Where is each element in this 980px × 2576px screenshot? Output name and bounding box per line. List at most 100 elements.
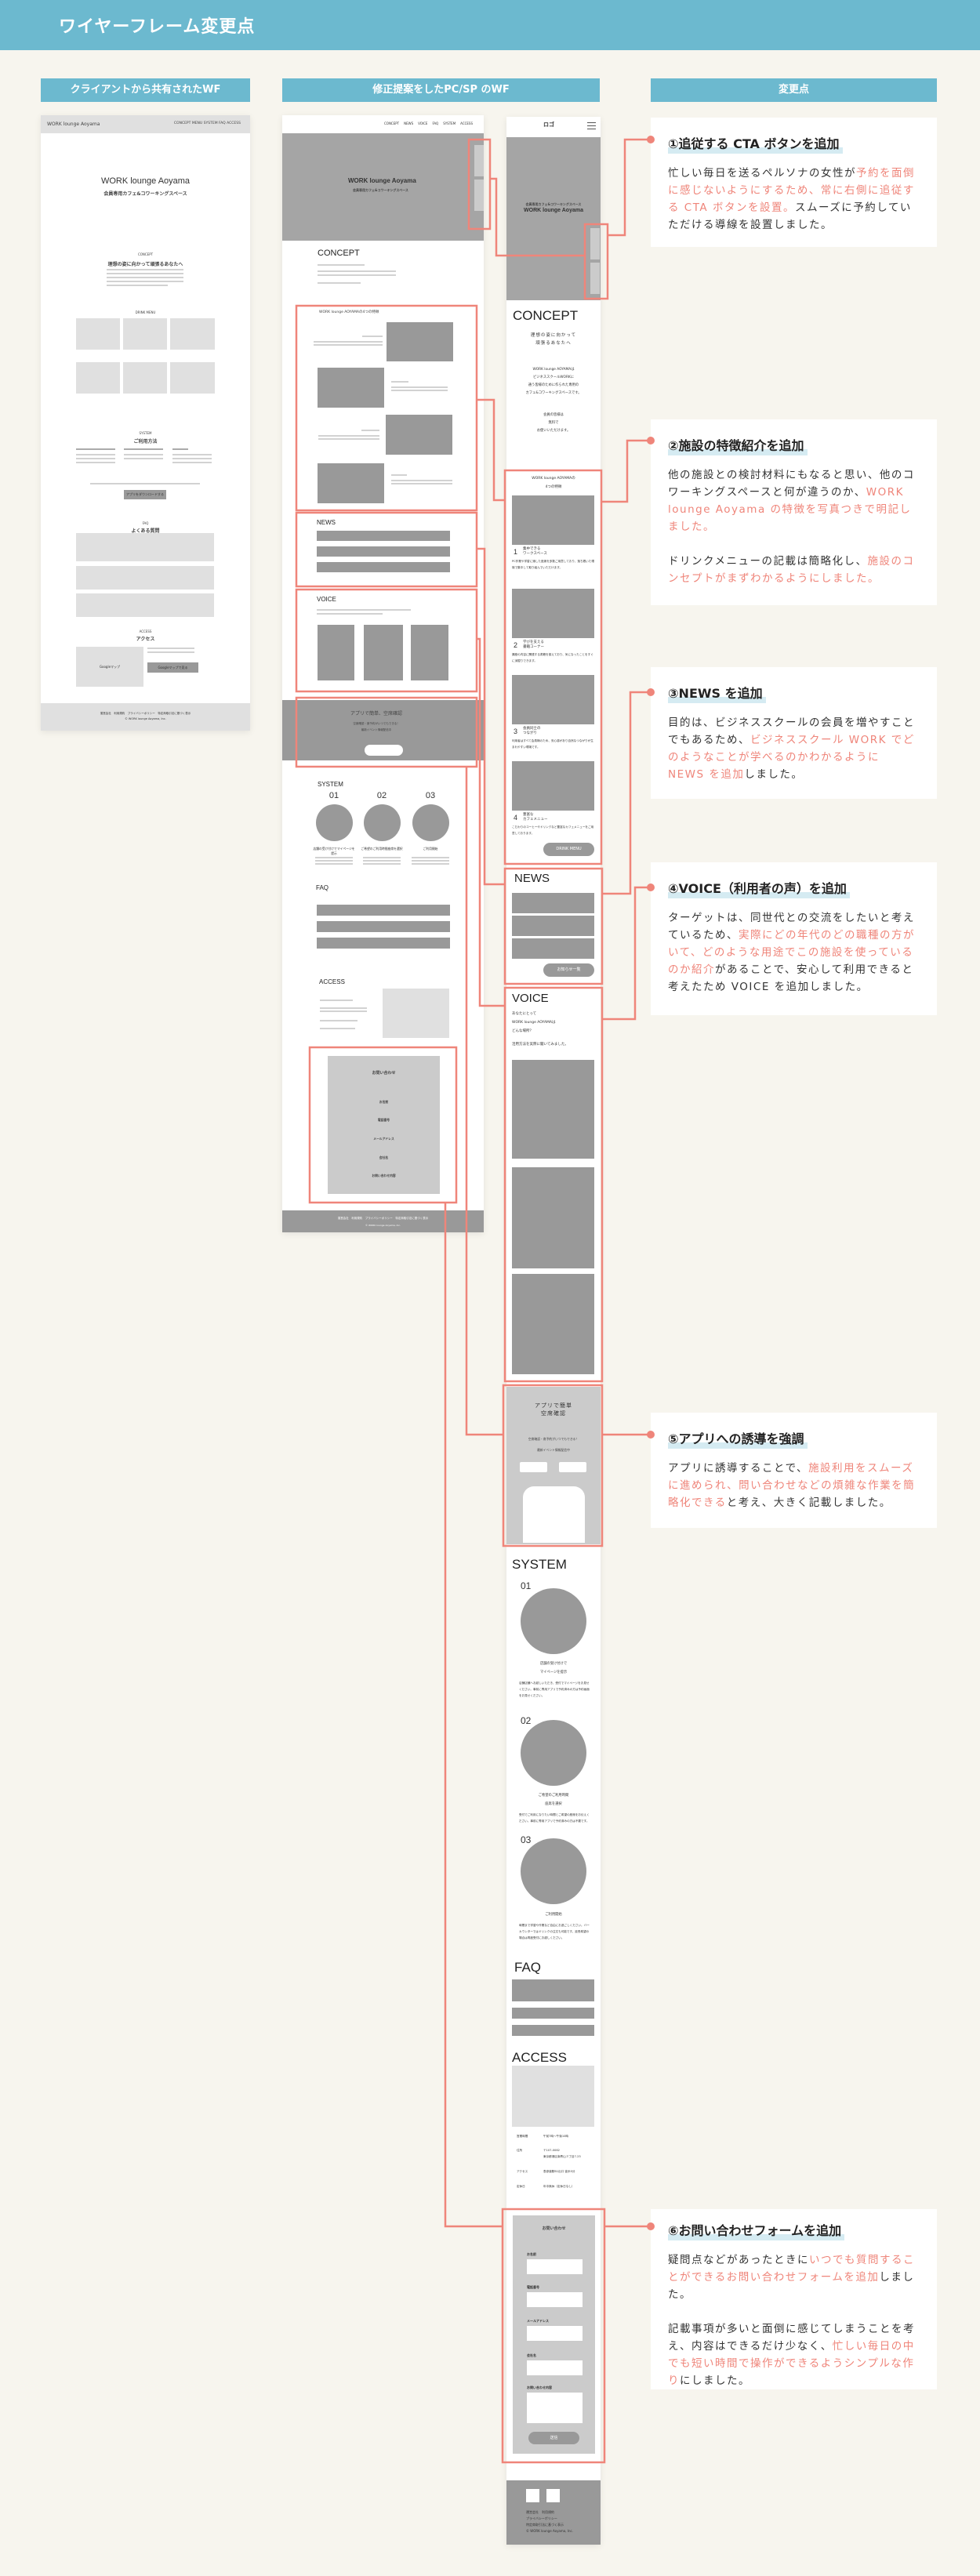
- pc-faq-item[interactable]: [317, 921, 450, 932]
- pc-step-number: 01: [328, 791, 339, 800]
- pc-step-text-lines: [412, 857, 449, 865]
- pc-nav-link[interactable]: NEWS: [404, 122, 414, 125]
- sp-step-number: 03: [521, 1834, 532, 1845]
- sp-feature-title-1: 豊富な: [523, 813, 534, 817]
- pc-step-image: [316, 804, 353, 841]
- social-icon[interactable]: [526, 2489, 539, 2502]
- pc-access-heading: ACCESS: [319, 978, 345, 985]
- client-footer-copyright: © WORK lounge Aoyama, Inc.: [125, 717, 166, 720]
- pc-map[interactable]: [383, 989, 449, 1038]
- sp-faq-item[interactable]: [512, 1979, 594, 2001]
- pc-news-item[interactable]: [317, 546, 450, 557]
- pc-footer-links[interactable]: 運営会社 利用規約 プライバシーポリシー 特定商取引法に基づく表示: [337, 1217, 429, 1220]
- sp-logo: ロゴ: [543, 122, 554, 128]
- sp-faq-item[interactable]: [512, 2025, 594, 2036]
- sp-news-item[interactable]: [512, 938, 594, 959]
- pc-faq-item[interactable]: [317, 905, 450, 916]
- change-paragraph: ターゲットは、同世代との交流をしたいと考えているため、実際にどの年代のどの職種の…: [668, 909, 920, 996]
- connector-line: [608, 138, 651, 237]
- sp-footer-links: 運営会社 利用規約プライバシーポリシー特定商取引法に基づく表示© WORK lo…: [526, 2509, 573, 2534]
- pc-nav-link[interactable]: VOICE: [418, 122, 428, 125]
- pc-app-title: アプリで簡単、空席確認: [350, 711, 402, 717]
- client-faq-item[interactable]: [76, 566, 214, 590]
- sp-system-heading: SYSTEM: [512, 1557, 567, 1572]
- sp-app-line2: 最新イベント情報配信中: [537, 1448, 570, 1452]
- connector-line: [444, 1203, 503, 2228]
- sp-news-list-button[interactable]: お知らせ一覧: [543, 963, 594, 977]
- sp-map[interactable]: [512, 2066, 594, 2127]
- sp-step-title: ご利用開始: [506, 1910, 601, 1919]
- sp-app-title-line: アプリで簡単: [535, 1402, 572, 1409]
- pc-nav-link[interactable]: ACCESS: [460, 122, 474, 125]
- sp-contact-input[interactable]: [527, 2259, 583, 2274]
- pc-app-download-button[interactable]: [365, 745, 403, 756]
- sp-feature-image: [512, 675, 594, 724]
- sp-step-title-line: マイページを提示: [539, 1671, 568, 1674]
- sp-news-item[interactable]: [512, 916, 594, 936]
- social-icon[interactable]: [546, 2489, 560, 2502]
- pc-cta-button-app[interactable]: [474, 180, 484, 211]
- client-faq-label: FAQ: [142, 521, 149, 525]
- sp-access-value: 表参道駅B1出口 徒歩5分: [543, 2170, 575, 2173]
- client-app-download-button[interactable]: アプリをダウンロードする: [124, 490, 166, 499]
- sp-voice-image: [512, 1167, 594, 1268]
- column-header-changes: 変更点: [651, 78, 937, 102]
- sp-drink-menu-button[interactable]: DRINK MENU: [543, 843, 594, 856]
- google-play-button[interactable]: [559, 1462, 586, 1472]
- sp-cta-button-reserve[interactable]: [590, 228, 600, 259]
- sp-feature-number: 1: [514, 548, 518, 556]
- change-paragraph: 疑問点などがあったときにいつでも質問することができるお問い合わせフォームを追加し…: [668, 2251, 920, 2303]
- pc-nav-link[interactable]: CONCEPT: [384, 122, 400, 125]
- sp-submit-button[interactable]: 送信: [528, 2432, 579, 2444]
- pc-faq-item[interactable]: [317, 938, 450, 949]
- pc-faq-heading: FAQ: [316, 884, 329, 891]
- sp-step-description: 受付でご利用になりたい時間とご希望の座席をお伝えください。事前に専用アプリで予約…: [519, 1813, 590, 1823]
- change-description: 他の施設との検討材料にもなると思い、他のコワーキングスペースと何が違うのか、WO…: [668, 466, 920, 587]
- sp-news-item[interactable]: [512, 893, 594, 913]
- client-nav: CONCEPT MENU SYSTEM FAQ ACCESS: [173, 122, 241, 125]
- pc-nav-link[interactable]: FAQ: [432, 122, 439, 125]
- sp-contact-input[interactable]: [527, 2393, 583, 2423]
- sp-feature-description: 講座の内容に関連する書籍を揃えており、気になったことをすぐに深掘りできます。: [512, 653, 593, 662]
- client-map[interactable]: Googleマップ: [76, 647, 143, 687]
- pc-system-heading: SYSTEM: [318, 781, 343, 788]
- app-store-button[interactable]: [520, 1462, 547, 1472]
- sp-cta-button-app[interactable]: [590, 263, 600, 294]
- client-footer-links[interactable]: 運営会社 利用規約 プライバシーポリシー 特定商取引法に基づく表示: [100, 712, 191, 715]
- pc-news-item[interactable]: [317, 562, 450, 572]
- client-access-heading: アクセス: [136, 637, 155, 642]
- pc-step-number: 03: [425, 791, 436, 800]
- sp-concept-heading: CONCEPT: [513, 308, 579, 323]
- sp-contact-field-label: お名前: [527, 2252, 536, 2256]
- sp-faq-item[interactable]: [512, 2008, 594, 2019]
- pc-step-text-lines: [363, 857, 401, 865]
- client-faq-item[interactable]: [76, 533, 214, 561]
- sp-contact-input[interactable]: [527, 2360, 583, 2375]
- sp-step-image: [521, 1588, 586, 1654]
- pc-step-image: [364, 804, 401, 841]
- pc-feature-image: [318, 368, 384, 408]
- sp-faq-heading: FAQ: [514, 1960, 542, 1975]
- client-faq-item[interactable]: [76, 593, 214, 617]
- pc-step-image: [412, 804, 449, 841]
- sp-app-title: アプリで簡単空席確認: [506, 1402, 601, 1417]
- change-description: 目的は、ビジネススクールの会員を増やすことでもあるため、ビジネススクール WOR…: [668, 714, 920, 783]
- sp-voice-subtext: 活用方法を実際に聞いてみました。: [512, 1043, 568, 1047]
- client-map-button[interactable]: Googleマップで見る: [147, 662, 198, 673]
- pc-nav-link[interactable]: SYSTEM: [443, 122, 456, 125]
- sp-voice-image: [512, 1060, 594, 1159]
- sp-concept-lead-line: 理想の姿に向かって: [530, 333, 577, 338]
- hamburger-menu-icon[interactable]: [587, 122, 596, 129]
- sp-contact-input[interactable]: [527, 2326, 583, 2341]
- pc-news-item[interactable]: [317, 531, 450, 541]
- sp-step-title-line: ご希望のご利用時間: [538, 1794, 569, 1798]
- pc-cta-button-reserve[interactable]: [474, 145, 484, 176]
- change-title: ②施設の特徴紹介を追加: [668, 435, 808, 455]
- pc-contact-field-label: メールアドレス: [373, 1137, 394, 1141]
- client-drink-label: DRINK MENU: [135, 310, 156, 314]
- client-system-step: [172, 448, 212, 463]
- phone-mockup-image: [523, 1486, 585, 1543]
- sp-feature-description: 利用者はすべて会員様のため、安心感があり自然なつながりが生まれやすい環境です。: [512, 739, 593, 749]
- body-text: 記載事項が多いと面倒に感じてしまうことを考え、内容はできるだけ少なく、: [668, 2323, 915, 2353]
- sp-contact-input[interactable]: [527, 2292, 583, 2307]
